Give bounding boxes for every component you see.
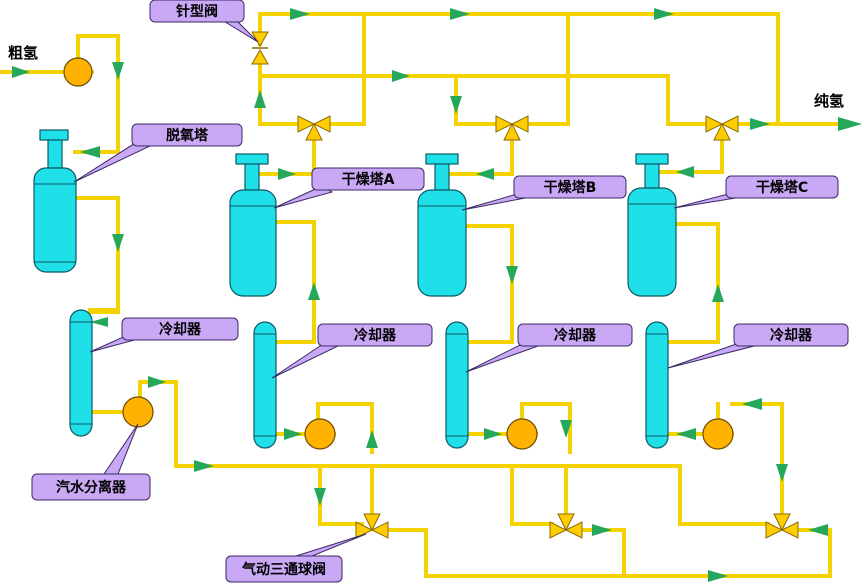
arrow-right xyxy=(838,117,862,131)
deoxy-tower xyxy=(33,129,77,273)
arrow-right xyxy=(484,428,502,440)
callout-cooler-b: 冷却器 xyxy=(465,323,633,373)
dryer-c-label: 干燥塔C xyxy=(756,179,808,196)
arrow-right xyxy=(708,570,728,582)
arrow-right xyxy=(450,8,470,20)
callouts: 针型阀 脱氧塔 干燥塔A 干燥塔B 干燥塔C 冷却 xyxy=(31,0,849,583)
dryer-a-label: 干燥塔A xyxy=(342,171,395,188)
separator-a xyxy=(304,418,336,450)
cooler-main-label: 冷却器 xyxy=(159,321,202,338)
arrow-up xyxy=(254,90,266,108)
flow-arrows xyxy=(12,8,862,582)
cooler-c-label: 冷却器 xyxy=(770,327,813,344)
pneumatic-valve-b xyxy=(549,513,583,539)
arrow-down xyxy=(450,96,462,114)
arrow-up xyxy=(366,430,378,448)
arrow-left xyxy=(80,146,100,158)
pipe-separator-out xyxy=(138,380,682,526)
arrow-up xyxy=(308,282,320,300)
arrow-left xyxy=(742,398,762,410)
cooler-a xyxy=(253,321,277,449)
separator-b xyxy=(506,418,538,450)
steam-water-separator xyxy=(122,396,154,428)
pipe-bottom-loop xyxy=(380,528,832,578)
arrow-right xyxy=(278,168,296,180)
cooler-main xyxy=(69,309,93,437)
callout-cooler-main: 冷却器 xyxy=(89,317,239,353)
callout-dryer-a: 干燥塔A xyxy=(273,167,425,209)
arrow-left xyxy=(476,168,494,180)
callout-separator: 汽水分离器 xyxy=(31,423,151,501)
pipe-pump-to-deoxy xyxy=(73,34,120,154)
arrow-down xyxy=(112,62,124,80)
needle-valve-label: 针型阀 xyxy=(175,3,218,20)
pneumatic-valve-label: 气动三通球阀 xyxy=(241,561,326,578)
arrow-down xyxy=(112,234,124,252)
cooler-a-label: 冷却器 xyxy=(354,327,397,344)
pipe-top-header xyxy=(258,12,780,126)
arrow-right xyxy=(284,428,302,440)
dryer-tower-a xyxy=(229,153,277,297)
callout-cooler-a: 冷却器 xyxy=(271,323,433,379)
arrow-right xyxy=(12,66,30,78)
callout-dryer-b: 干燥塔B xyxy=(461,175,627,211)
arrow-right xyxy=(592,524,612,536)
inlet-pump xyxy=(63,57,93,87)
cooler-c xyxy=(645,321,669,449)
cooler-b-label: 冷却器 xyxy=(554,327,597,344)
pipe-deoxy-to-cooler xyxy=(73,196,120,312)
callout-deoxy-tower: 脱氧塔 xyxy=(73,123,243,183)
dryer-b-label: 干燥塔B xyxy=(544,179,597,196)
cooler-b xyxy=(445,321,469,449)
separator-label: 汽水分离器 xyxy=(56,479,127,496)
arrow-down xyxy=(314,488,326,506)
pneumatic-valve-c xyxy=(765,513,799,539)
arrow-right xyxy=(654,8,674,20)
vessels xyxy=(33,129,677,449)
dryer-tower-c xyxy=(627,153,677,297)
arrow-down xyxy=(560,420,572,438)
arrow-left xyxy=(676,428,696,440)
arrow-left xyxy=(808,524,828,536)
pneumatic-valve-a xyxy=(355,513,389,539)
arrow-down xyxy=(506,266,518,284)
arrow-right xyxy=(290,8,310,20)
arrow-right xyxy=(750,118,770,130)
pure-hydrogen-label: 纯氢 xyxy=(814,92,844,110)
deoxy-tower-label: 脱氧塔 xyxy=(166,127,209,144)
arrow-right xyxy=(392,70,410,82)
dryer-tower-b xyxy=(417,153,467,297)
callout-needle-valve: 针型阀 xyxy=(149,0,259,43)
arrow-right xyxy=(148,376,166,388)
needle-valve xyxy=(251,31,269,65)
arrow-up xyxy=(712,284,724,302)
pumps xyxy=(63,57,734,450)
crude-hydrogen-label: 粗氢 xyxy=(8,44,38,62)
three-way-valve-c xyxy=(705,115,739,141)
separator-c xyxy=(702,418,734,450)
arrow-left xyxy=(90,317,108,327)
valves xyxy=(251,31,799,539)
three-way-valve-a xyxy=(297,115,331,141)
arrow-down xyxy=(776,464,788,482)
arrow-left xyxy=(676,166,694,178)
callout-cooler-c: 冷却器 xyxy=(667,323,849,369)
arrow-right xyxy=(194,460,214,472)
callout-pneumatic-valve: 气动三通球阀 xyxy=(225,533,367,583)
three-way-valve-b xyxy=(495,115,529,141)
callout-dryer-c: 干燥塔C xyxy=(673,175,839,209)
